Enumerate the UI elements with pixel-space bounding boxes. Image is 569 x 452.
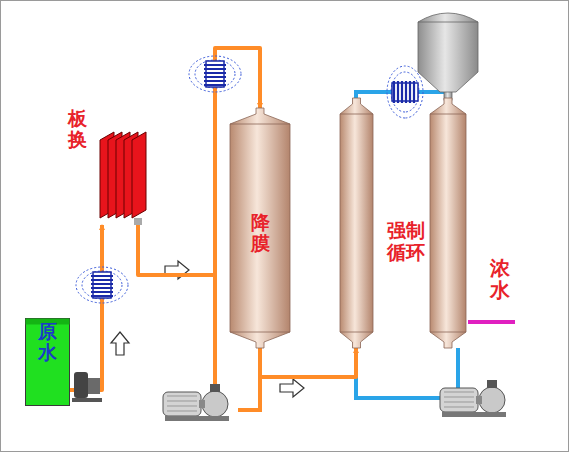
magnetic-coil	[387, 66, 423, 118]
separator-tank	[418, 13, 478, 100]
plate-heat-exchanger-shape	[98, 130, 153, 225]
pipe-connector	[260, 348, 356, 377]
circulation-pump	[440, 380, 506, 417]
falling-film-evaporator: 降膜	[228, 108, 292, 348]
plate-heat-exchanger: 板换	[98, 130, 153, 225]
circulation-pump	[163, 384, 229, 421]
magnetic-coil	[189, 56, 241, 92]
exchanger-label: 板换	[68, 108, 87, 150]
evaporator-label: 降膜	[251, 212, 270, 254]
forced-circulation-evaporator: 强制循环	[338, 98, 474, 348]
pipe-connector	[70, 225, 102, 390]
tank-label: 原水	[38, 321, 57, 363]
raw-water-pump	[72, 372, 102, 402]
magnetic-coil	[76, 267, 128, 303]
evaporator-label: 强制循环	[387, 220, 425, 264]
raw-water-tank: 原水	[25, 318, 70, 406]
outlet-label: 浓水	[490, 257, 510, 301]
outlet-pipe	[468, 320, 515, 324]
